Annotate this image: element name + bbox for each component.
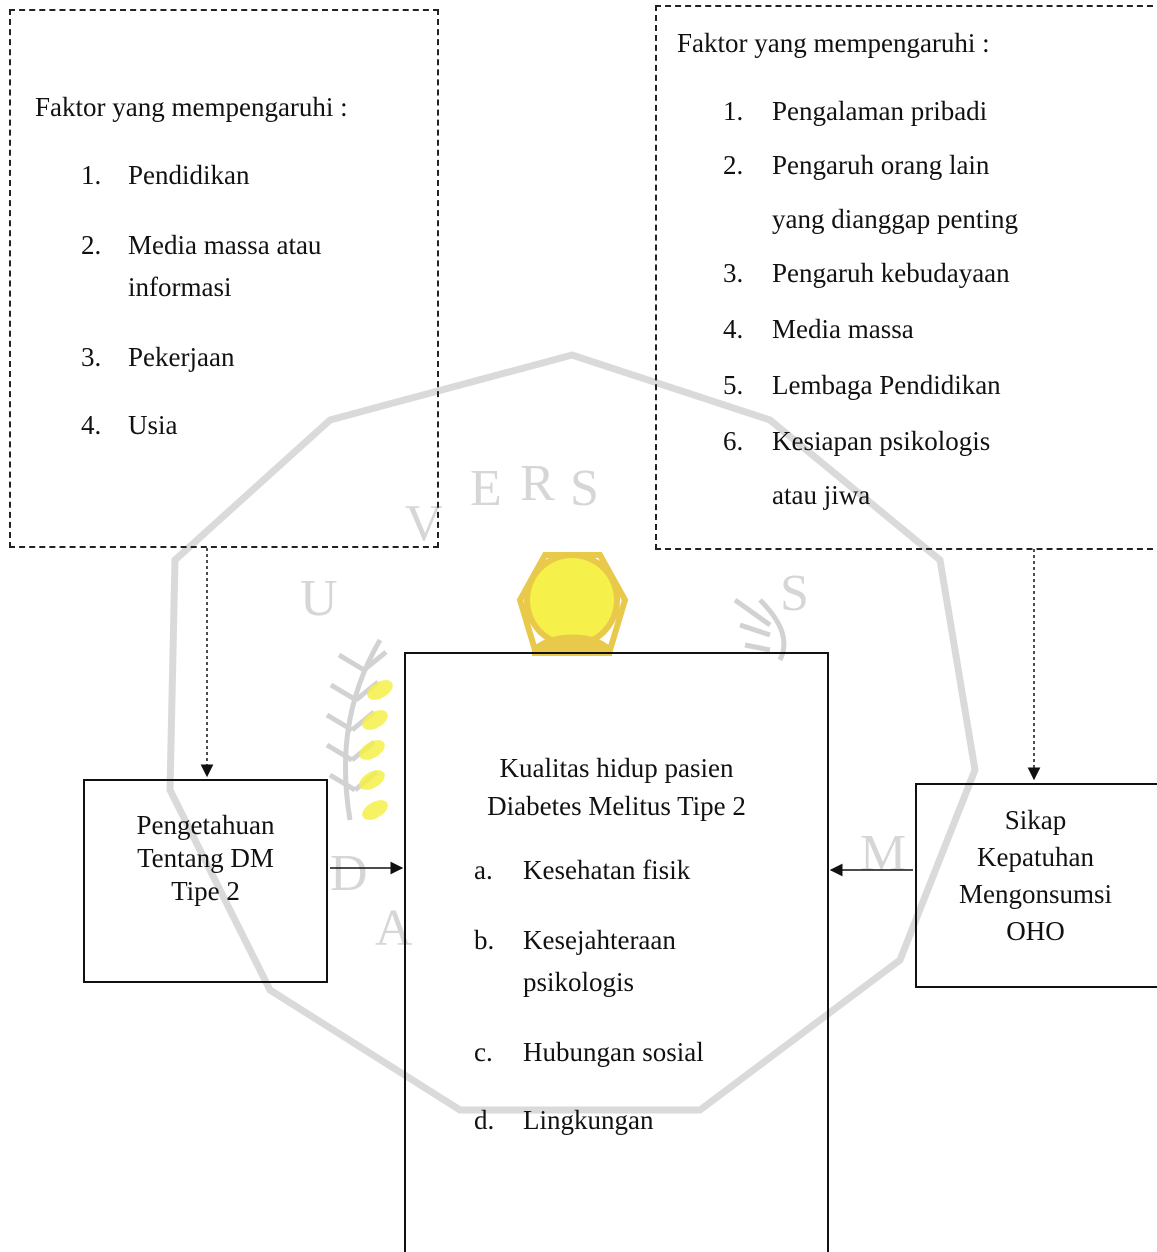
- emblem-icon: [516, 552, 629, 656]
- knowledge-box: Pengetahuan Tentang DM Tipe 2: [83, 779, 328, 983]
- knowledge-box-line: Tipe 2: [171, 876, 240, 906]
- left-factor-number: 1.: [81, 160, 102, 190]
- left-factor-item: Pekerjaan: [128, 342, 235, 372]
- laurel-left-icon: [359, 680, 393, 820]
- seal-letter: D: [330, 845, 368, 902]
- quality-of-life-box: Kualitas hidup pasien Diabetes Melitus T…: [404, 652, 829, 1252]
- seal-letter: V: [405, 495, 443, 552]
- right-factor-number: 4.: [723, 314, 744, 344]
- right-factor-item: yang dianggap penting: [772, 204, 1018, 234]
- right-factors-box: Faktor yang mempengaruhi : 1. Pengalaman…: [655, 5, 1157, 550]
- attitude-box: Sikap Kepatuhan Mengonsumsi OHO: [915, 783, 1157, 988]
- left-factor-item: informasi: [128, 272, 232, 302]
- attitude-box-line: Kepatuhan: [977, 842, 1094, 872]
- right-factor-item: atau jiwa: [772, 480, 871, 510]
- attitude-box-line: OHO: [1006, 916, 1065, 946]
- left-factor-item: Pendidikan: [128, 160, 250, 190]
- right-factor-number: 1.: [723, 96, 744, 126]
- left-factor-number: 2.: [81, 230, 102, 260]
- right-factor-item: Pengaruh kebudayaan: [772, 258, 1010, 288]
- left-factor-item: Usia: [128, 410, 178, 440]
- seal-letter: A: [375, 900, 413, 957]
- quality-item: Hubungan sosial: [523, 1037, 704, 1067]
- seal-letter: M: [860, 825, 906, 882]
- seal-letter: E: [470, 460, 502, 517]
- quality-item: psikologis: [523, 967, 635, 997]
- right-factor-number: 3.: [723, 258, 744, 288]
- wheat-right-icon: [733, 597, 787, 662]
- left-factor-number: 4.: [81, 410, 102, 440]
- seal-ring-letters: U V E R S S D A M: [300, 455, 906, 957]
- seal-outline-icon: [166, 351, 979, 1114]
- quality-item: Lingkungan: [523, 1105, 654, 1135]
- right-factor-number: 5.: [723, 370, 744, 400]
- quality-item: Kesejahteraan: [523, 925, 676, 955]
- wheat-left-icon: [325, 638, 388, 821]
- seal-letter: R: [520, 455, 555, 512]
- left-factors-title: Faktor yang mempengaruhi :: [35, 92, 348, 122]
- quality-item-letter: c.: [474, 1037, 493, 1067]
- quality-item-letter: d.: [474, 1105, 495, 1135]
- knowledge-box-line: Tentang DM: [137, 843, 274, 873]
- seal-letter: S: [570, 460, 599, 517]
- right-factor-item: Pengaruh orang lain: [772, 150, 990, 180]
- left-factor-item: Media massa atau: [128, 230, 322, 260]
- seal-letter: U: [300, 570, 338, 627]
- quality-item: Kesehatan fisik: [523, 855, 691, 885]
- right-factor-item: Pengalaman pribadi: [772, 96, 988, 126]
- left-factors-box: Faktor yang mempengaruhi : 1. Pendidikan…: [9, 9, 439, 548]
- right-factor-item: Lembaga Pendidikan: [772, 370, 1001, 400]
- right-factor-number: 6.: [723, 426, 744, 456]
- right-factor-item: Kesiapan psikologis: [772, 426, 991, 456]
- attitude-box-line: Mengonsumsi: [958, 879, 1112, 909]
- right-factor-number: 2.: [723, 150, 744, 180]
- quality-title-line: Kualitas hidup pasien: [499, 753, 734, 783]
- quality-item-letter: a.: [474, 855, 493, 885]
- seal-letter: S: [780, 565, 809, 622]
- left-factor-number: 3.: [81, 342, 102, 372]
- right-factors-title: Faktor yang mempengaruhi :: [677, 28, 990, 58]
- attitude-box-line: Sikap: [1004, 805, 1067, 835]
- quality-title-line: Diabetes Melitus Tipe 2: [487, 791, 746, 821]
- quality-item-letter: b.: [474, 925, 495, 955]
- right-factor-item: Media massa: [772, 314, 914, 344]
- knowledge-box-line: Pengetahuan: [136, 810, 275, 840]
